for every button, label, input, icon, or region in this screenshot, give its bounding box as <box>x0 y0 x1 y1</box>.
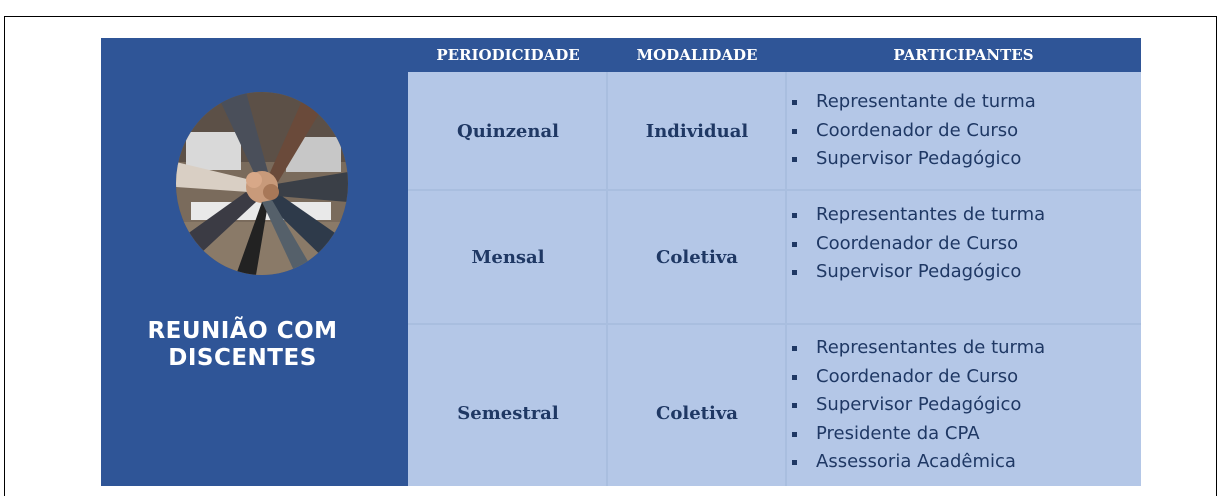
left-panel-title: REUNIÃO COM DISCENTES <box>101 318 408 372</box>
table-row: Quinzenal Individual Representante de tu… <box>408 72 1141 190</box>
row-divider <box>408 189 1141 191</box>
list-item: Coordenador de Curso <box>792 117 1036 146</box>
cell-modalidade: Coletiva <box>656 247 738 268</box>
header-modalidade: MODALIDADE <box>636 46 758 64</box>
meeting-table: REUNIÃO COM DISCENTES PERIODICIDADE MODA… <box>101 38 1141 486</box>
teamwork-hands-photo <box>176 92 348 275</box>
list-item: Supervisor Pedagógico <box>791 258 1045 287</box>
list-item: Representantes de turma <box>791 334 1045 363</box>
left-title-line-1: REUNIÃO COM <box>147 318 338 344</box>
row-divider <box>408 323 1141 325</box>
list-item: Assessoria Acadêmica <box>791 448 1045 477</box>
cell-participantes: Representantes de turma Coordenador de C… <box>786 325 1141 486</box>
participants-list: Representantes de turma Coordenador de C… <box>786 334 1045 477</box>
column-divider <box>606 72 608 486</box>
cell-modalidade: Coletiva <box>656 402 738 424</box>
header-participantes: PARTICIPANTES <box>893 46 1034 64</box>
list-item: Representantes de turma <box>791 201 1045 230</box>
cell-periodicidade: Mensal <box>471 247 545 268</box>
cell-periodicidade: Quinzenal <box>457 120 559 142</box>
list-item: Representante de turma <box>792 88 1036 117</box>
list-item: Coordenador de Curso <box>791 230 1045 259</box>
cell-modalidade: Individual <box>645 120 749 142</box>
list-item: Presidente da CPA <box>791 420 1045 449</box>
cell-periodicidade: Semestral <box>457 402 559 424</box>
page-frame <box>4 16 1217 496</box>
list-item: Supervisor Pedagógico <box>792 145 1036 174</box>
participants-list: Representantes de turma Coordenador de C… <box>786 201 1045 287</box>
list-item: Supervisor Pedagógico <box>791 391 1045 420</box>
left-title-line-2: DISCENTES <box>168 345 317 371</box>
table-row: Mensal Coletiva Representantes de turma … <box>408 191 1141 324</box>
left-panel: REUNIÃO COM DISCENTES <box>101 38 408 486</box>
cell-participantes: Representantes de turma Coordenador de C… <box>786 191 1141 324</box>
table-header: PERIODICIDADE MODALIDADE PARTICIPANTES <box>408 38 1141 72</box>
list-item: Coordenador de Curso <box>791 363 1045 392</box>
column-divider <box>785 72 787 486</box>
cell-participantes: Representante de turma Coordenador de Cu… <box>786 72 1141 190</box>
table-row: Semestral Coletiva Representantes de tur… <box>408 325 1141 486</box>
header-periodicidade: PERIODICIDADE <box>436 46 580 64</box>
participants-list: Representante de turma Coordenador de Cu… <box>786 88 1036 174</box>
